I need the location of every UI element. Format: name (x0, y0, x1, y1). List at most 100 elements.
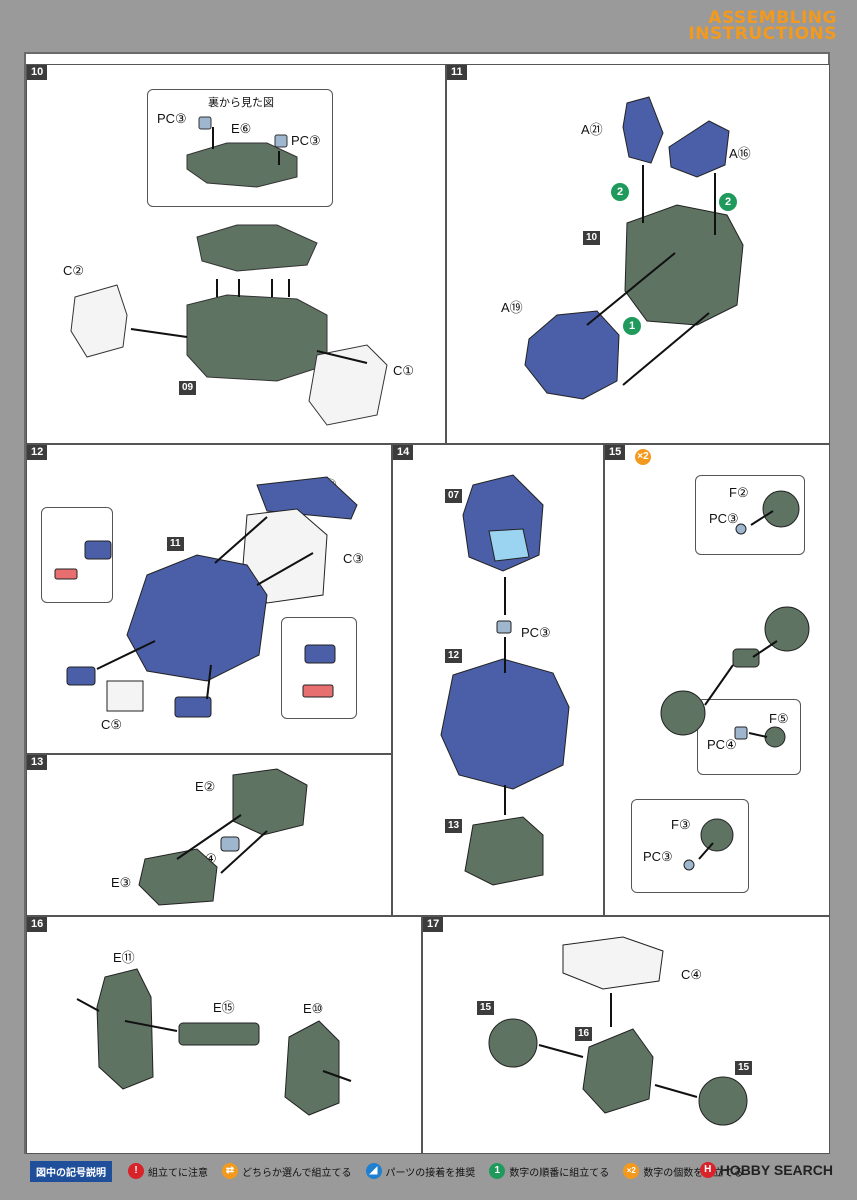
legend-title: 図中の記号説明 (30, 1160, 112, 1182)
legend-text: パーツの接着を推奨 (385, 1167, 476, 1179)
polycap-part (274, 134, 288, 148)
part-label: C③ (343, 551, 365, 566)
part-label: E③ (111, 875, 132, 890)
legend-text: 組立てに注意 (148, 1167, 208, 1179)
logo-text: HOBBY SEARCH (719, 1162, 833, 1178)
step-14-panel: 14 PC③ 07 12 13 (392, 444, 604, 916)
step-16-panel: 16 E⑪ E⑮ E⑩ (26, 916, 422, 1154)
order-badge: 2 (611, 183, 629, 201)
step-17-diagram (488, 936, 748, 1126)
legend-text: 数字の順番に組立てる (509, 1167, 610, 1179)
armor-a21 (622, 96, 664, 164)
step-number: 10 (27, 65, 48, 80)
count-icon: ×2 (635, 449, 651, 465)
legend-item: ◢ パーツの接着を推奨 (365, 1163, 476, 1179)
heading-line-2: INSTRUCTIONS (688, 24, 837, 44)
sub-assembly-ref: 16 (575, 1027, 593, 1041)
step-10-panel: 10 裏から見た図 PC③ E⑥ PC③ C② C① 09 (26, 64, 446, 444)
sub-assembly-ref: 09 (179, 381, 197, 395)
side-part-c2 (70, 284, 128, 358)
shoulder-f3 (700, 818, 734, 852)
legend-text: 数字の個数を組立てる (643, 1167, 744, 1179)
torso-assembly (440, 658, 570, 790)
step-11-panel: 11 A㉑ A⑯ A⑲ 10 2 2 1 (446, 64, 830, 444)
part-label: A⑲ (501, 300, 523, 315)
shoulder-ball (660, 690, 706, 736)
instructions-heading: ASSEMBLING INSTRUCTIONS (688, 10, 837, 44)
legend-item: ⇄ どちらか選んで組立てる (222, 1163, 352, 1179)
polycap-pc3 (683, 859, 695, 871)
armor-a3 (304, 644, 336, 664)
sub-assembly-ref: 10 (583, 231, 601, 245)
step-12-panel: 12 A㉕ C③ A⑥ G⑤ C⑤ A③ G④ 11 (26, 444, 392, 754)
sub-assembly-ref: 15 (477, 1001, 495, 1015)
joint-e10 (284, 1020, 340, 1116)
polycap-part (198, 116, 212, 130)
sub-assembly-ref: 13 (445, 819, 463, 833)
part-label: PC③ (157, 111, 187, 126)
choice-icon: ⇄ (222, 1163, 238, 1179)
side-part-c1 (308, 344, 388, 426)
armor-a25 (256, 476, 358, 520)
armor-a16 (668, 120, 730, 178)
part-label: PC④ (707, 737, 737, 752)
legend-text: どちらか選んで組立てる (242, 1167, 352, 1179)
clear-g4 (302, 684, 334, 698)
main-frame-part (186, 294, 328, 382)
part-label: E② (195, 779, 216, 794)
sub-assembly-ref: 12 (445, 649, 463, 663)
joint-f5 (764, 726, 786, 748)
frame-part-rear (186, 142, 298, 188)
armor-a6 (84, 540, 112, 560)
part-c5 (106, 680, 144, 712)
step-number: 12 (27, 445, 48, 460)
callout-title: 裏から見た図 (208, 97, 274, 109)
shoulder-assembly-right (698, 1076, 748, 1126)
waist-assembly (464, 816, 544, 886)
instruction-sheet: 10 裏から見た図 PC③ E⑥ PC③ C② C① 09 11 (24, 52, 830, 1154)
sub-assembly-ref: 15 (735, 1061, 753, 1075)
logo-icon: H (699, 1162, 716, 1178)
step-number: 15 (605, 445, 626, 460)
armor-a19 (524, 310, 620, 400)
clear-g5 (54, 568, 78, 580)
legend-item: 1 数字の順番に組立てる (489, 1163, 609, 1179)
part-label: C① (393, 363, 415, 378)
part-label: A⑯ (729, 146, 751, 161)
step-number: 13 (27, 755, 48, 770)
sub-assembly-ref: 07 (445, 489, 463, 503)
frame-top-part (196, 224, 318, 272)
order-badge: 1 (623, 317, 641, 335)
polycap-pc3 (735, 523, 747, 535)
part-label: E⑪ (113, 950, 135, 965)
count-icon: ×2 (623, 1163, 640, 1179)
step-13-diagram (138, 768, 308, 906)
part-label: C⑤ (101, 717, 123, 732)
armor-assembly-right (174, 696, 212, 718)
step-number: 14 (393, 445, 414, 460)
detail-callout-bottom (631, 799, 749, 893)
polycap-pc4 (220, 836, 240, 852)
sub-assembly-ref: 11 (167, 537, 184, 551)
part-c4 (562, 936, 664, 990)
step-16-diagram (76, 968, 352, 1116)
joint-e11 (96, 968, 154, 1090)
step-number: 11 (447, 65, 467, 80)
hobby-search-logo: H HOBBY SEARCH (699, 1162, 833, 1178)
part-label: PC③ (709, 511, 739, 526)
head-visor (488, 528, 530, 562)
warning-icon: ! (128, 1163, 144, 1179)
step-12-diagram (54, 476, 358, 718)
step-10-diagram (70, 116, 388, 426)
part-label: C② (63, 263, 85, 278)
part-label: PC③ (291, 133, 321, 148)
part-label: E⑮ (213, 1000, 235, 1015)
step-15-diagram (660, 490, 810, 871)
part-label: E⑩ (303, 1001, 324, 1016)
step-14-diagram (440, 474, 570, 886)
shoulder-f2 (762, 490, 800, 528)
legend-item: ×2 数字の個数を組立てる (623, 1163, 743, 1179)
glue-icon: ◢ (365, 1163, 382, 1179)
legend-item: ! 組立てに注意 (128, 1163, 208, 1179)
step-13-panel: 13 E② PC④ E③ (26, 754, 392, 916)
